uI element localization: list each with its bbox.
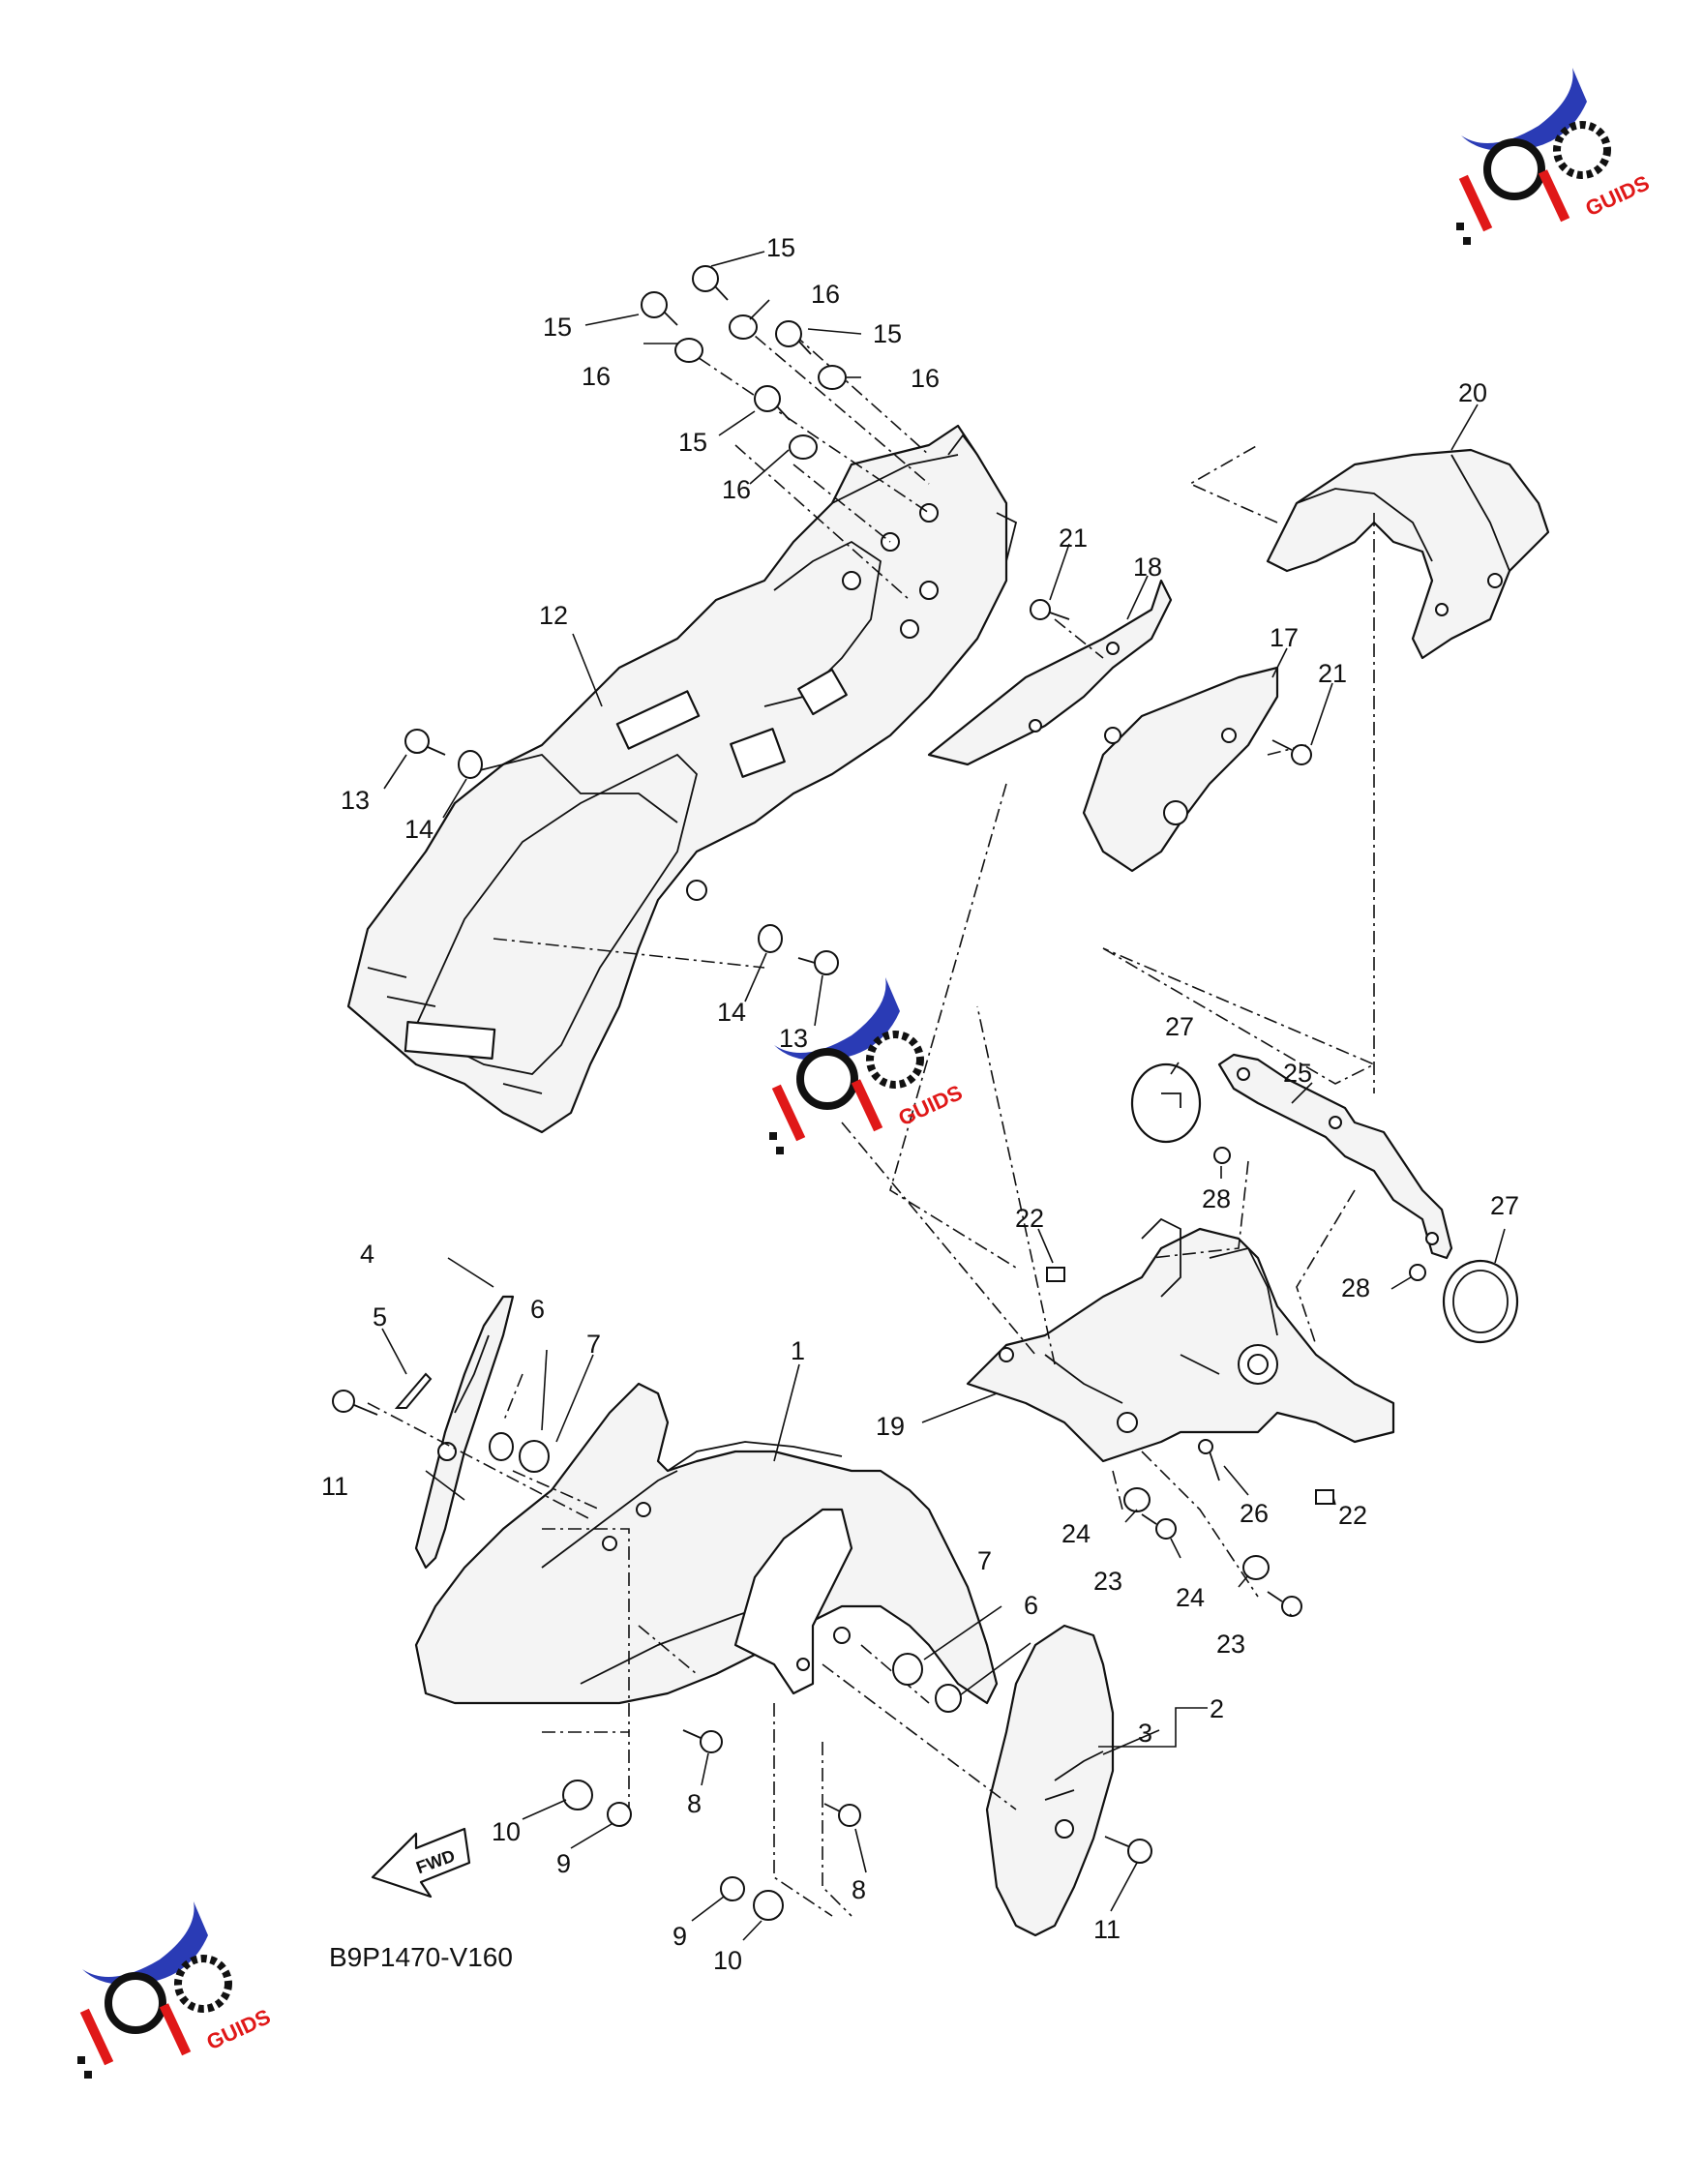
callout-15c: 15 [873, 319, 902, 348]
callout-5: 5 [373, 1302, 387, 1331]
callout-15b: 15 [543, 313, 572, 342]
callout-21a: 21 [1059, 524, 1088, 553]
brand-logo-bottom-left: GUIDS [77, 1901, 274, 2079]
callout-6b: 6 [1024, 1591, 1038, 1620]
callout-11b: 11 [1093, 1915, 1121, 1944]
bracket-part-18 [927, 579, 1173, 766]
screws-part-21 [1030, 599, 1312, 765]
logo-text: GUIDS [1582, 170, 1654, 221]
callout-16b: 16 [582, 362, 611, 391]
callout-1: 1 [791, 1336, 805, 1365]
callout-15a: 15 [766, 233, 795, 262]
callout-15d: 15 [678, 428, 707, 457]
bolts-part-8 [682, 1729, 861, 1827]
logo-text: GUIDS [895, 1080, 967, 1130]
callout-4: 4 [360, 1240, 374, 1269]
bolts-part-13 [404, 729, 839, 975]
callout-18: 18 [1133, 553, 1162, 582]
callout-24b: 24 [1176, 1583, 1205, 1612]
callout-24a: 24 [1061, 1519, 1091, 1548]
callout-20: 20 [1458, 378, 1487, 407]
logo-text: GUIDS [203, 2004, 275, 2054]
callout-labels: 1 2 3 4 5 6 6 7 7 8 8 9 9 10 10 11 11 12… [321, 233, 1519, 1975]
bolts-part-15 [641, 265, 812, 421]
grommets-part-6 [489, 1432, 962, 1713]
plate-part-25 [1217, 1053, 1453, 1260]
callout-22a: 22 [1015, 1204, 1044, 1233]
rivet-part-26 [1198, 1439, 1220, 1481]
callout-22b: 22 [1338, 1501, 1367, 1530]
callout-13b: 13 [779, 1024, 808, 1053]
front-fender-part-1 [414, 1382, 999, 1705]
bolts-part-23 [1141, 1513, 1302, 1617]
grommets-part-10 [562, 1780, 784, 1921]
callout-28a: 28 [1202, 1184, 1231, 1213]
callout-9b: 9 [673, 1922, 687, 1951]
callout-11a: 11 [321, 1472, 348, 1501]
forward-arrow-icon: FWD [371, 1827, 471, 1899]
callout-7b: 7 [977, 1546, 992, 1575]
callout-16c: 16 [911, 364, 940, 393]
callout-14b: 14 [717, 998, 746, 1027]
callout-10a: 10 [492, 1817, 521, 1846]
callout-12: 12 [539, 601, 568, 630]
callout-19: 19 [876, 1412, 905, 1441]
callout-25: 25 [1283, 1059, 1312, 1088]
callout-16d: 16 [722, 475, 751, 504]
callout-21b: 21 [1318, 659, 1347, 688]
bracket-part-17 [1082, 666, 1279, 873]
callout-23b: 23 [1216, 1630, 1245, 1659]
callout-23a: 23 [1093, 1567, 1122, 1596]
emblem-part-5 [394, 1372, 433, 1409]
callout-3: 3 [1138, 1719, 1152, 1748]
callout-27b: 27 [1490, 1191, 1519, 1220]
callout-6a: 6 [530, 1295, 545, 1324]
callout-17: 17 [1270, 623, 1299, 652]
callout-13a: 13 [341, 786, 370, 815]
grommets-part-7 [519, 1440, 923, 1686]
grommets-part-14 [458, 750, 783, 953]
nut-part-28 [1213, 1147, 1426, 1281]
cap-part-27-left [1130, 1062, 1202, 1144]
callout-14a: 14 [404, 815, 433, 844]
diagram-code: B9P1470-V160 [329, 1942, 513, 1972]
tail-cover-part-20 [1266, 448, 1550, 660]
callout-8b: 8 [852, 1875, 866, 1904]
side-cover-part-4 [414, 1295, 515, 1570]
tail-bracket-part-19 [966, 1217, 1395, 1463]
grommets-part-24 [1123, 1487, 1270, 1580]
cap-part-27-right [1442, 1259, 1519, 1344]
washers-part-16 [674, 314, 847, 460]
callout-7a: 7 [586, 1330, 601, 1359]
callout-16a: 16 [811, 280, 840, 309]
callout-27a: 27 [1165, 1012, 1194, 1041]
callout-8a: 8 [687, 1789, 702, 1818]
callout-26: 26 [1240, 1499, 1269, 1528]
collars-part-9 [607, 1802, 745, 1901]
callout-28b: 28 [1341, 1273, 1370, 1302]
brand-logo-top-right: GUIDS [1456, 68, 1653, 245]
rear-fender-part-12 [346, 424, 1018, 1134]
leader-lines [381, 251, 1506, 1941]
clips-part-22 [1046, 1267, 1334, 1505]
callout-2: 2 [1210, 1694, 1224, 1723]
callout-10b: 10 [713, 1946, 742, 1975]
brand-logo-center: GUIDS [769, 977, 966, 1154]
callout-9a: 9 [556, 1849, 571, 1878]
bolts-part-11 [332, 1390, 1152, 1864]
side-cover-part-2 [985, 1624, 1115, 1937]
